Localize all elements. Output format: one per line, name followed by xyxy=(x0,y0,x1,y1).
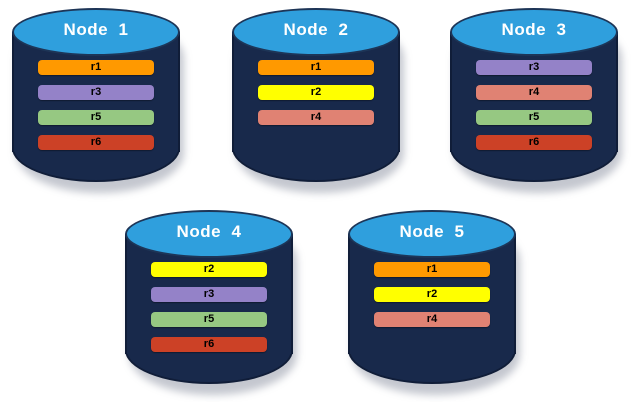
cylinder-top-ellipse xyxy=(12,8,180,56)
replica-bar-r6[interactable]: r6 xyxy=(151,337,267,352)
cylinder-top-ellipse xyxy=(125,210,293,258)
replica-bar-r5[interactable]: r5 xyxy=(38,110,154,125)
replica-bar-r2[interactable]: r2 xyxy=(258,85,374,100)
replica-bar-r3[interactable]: r3 xyxy=(38,85,154,100)
cylinder-top-ellipse xyxy=(348,210,516,258)
replica-bar-r2[interactable]: r2 xyxy=(151,262,267,277)
replica-bar-r1[interactable]: r1 xyxy=(258,60,374,75)
database-node-4[interactable]: Node 4 r2 r3 r5 r6 xyxy=(125,210,297,395)
replica-bar-r6[interactable]: r6 xyxy=(476,135,592,150)
replica-bar-r5[interactable]: r5 xyxy=(151,312,267,327)
node-label: Node 5 xyxy=(399,222,465,241)
database-node-3[interactable]: Node 3 r3 r4 r5 r6 xyxy=(450,8,622,193)
database-node-5[interactable]: Node 5 r1 r2 r4 xyxy=(348,210,520,395)
replica-bar-r3[interactable]: r3 xyxy=(151,287,267,302)
replica-bar-r4[interactable]: r4 xyxy=(258,110,374,125)
node-label: Node 4 xyxy=(176,222,242,241)
replica-stack: r1 r2 r4 xyxy=(374,262,490,327)
replica-bar-r2[interactable]: r2 xyxy=(374,287,490,302)
replica-bar-r4[interactable]: r4 xyxy=(476,85,592,100)
replica-bar-r1[interactable]: r1 xyxy=(38,60,154,75)
replica-bar-r3[interactable]: r3 xyxy=(476,60,592,75)
database-node-2[interactable]: Node 2 r1 r2 r4 xyxy=(232,8,404,193)
replica-stack: r1 r3 r5 r6 xyxy=(38,60,154,150)
cylinder-top-ellipse xyxy=(450,8,618,56)
replica-stack: r3 r4 r5 r6 xyxy=(476,60,592,150)
replica-bar-r4[interactable]: r4 xyxy=(374,312,490,327)
replica-bar-r1[interactable]: r1 xyxy=(374,262,490,277)
cylinder-top-ellipse xyxy=(232,8,400,56)
node-label: Node 1 xyxy=(63,20,129,39)
database-node-1[interactable]: Node 1 r1 r3 r5 r6 xyxy=(12,8,184,193)
replica-stack: r2 r3 r5 r6 xyxy=(151,262,267,352)
replica-bar-r6[interactable]: r6 xyxy=(38,135,154,150)
replica-stack: r1 r2 r4 xyxy=(258,60,374,125)
replica-bar-r5[interactable]: r5 xyxy=(476,110,592,125)
node-label: Node 2 xyxy=(283,20,349,39)
node-label: Node 3 xyxy=(501,20,567,39)
